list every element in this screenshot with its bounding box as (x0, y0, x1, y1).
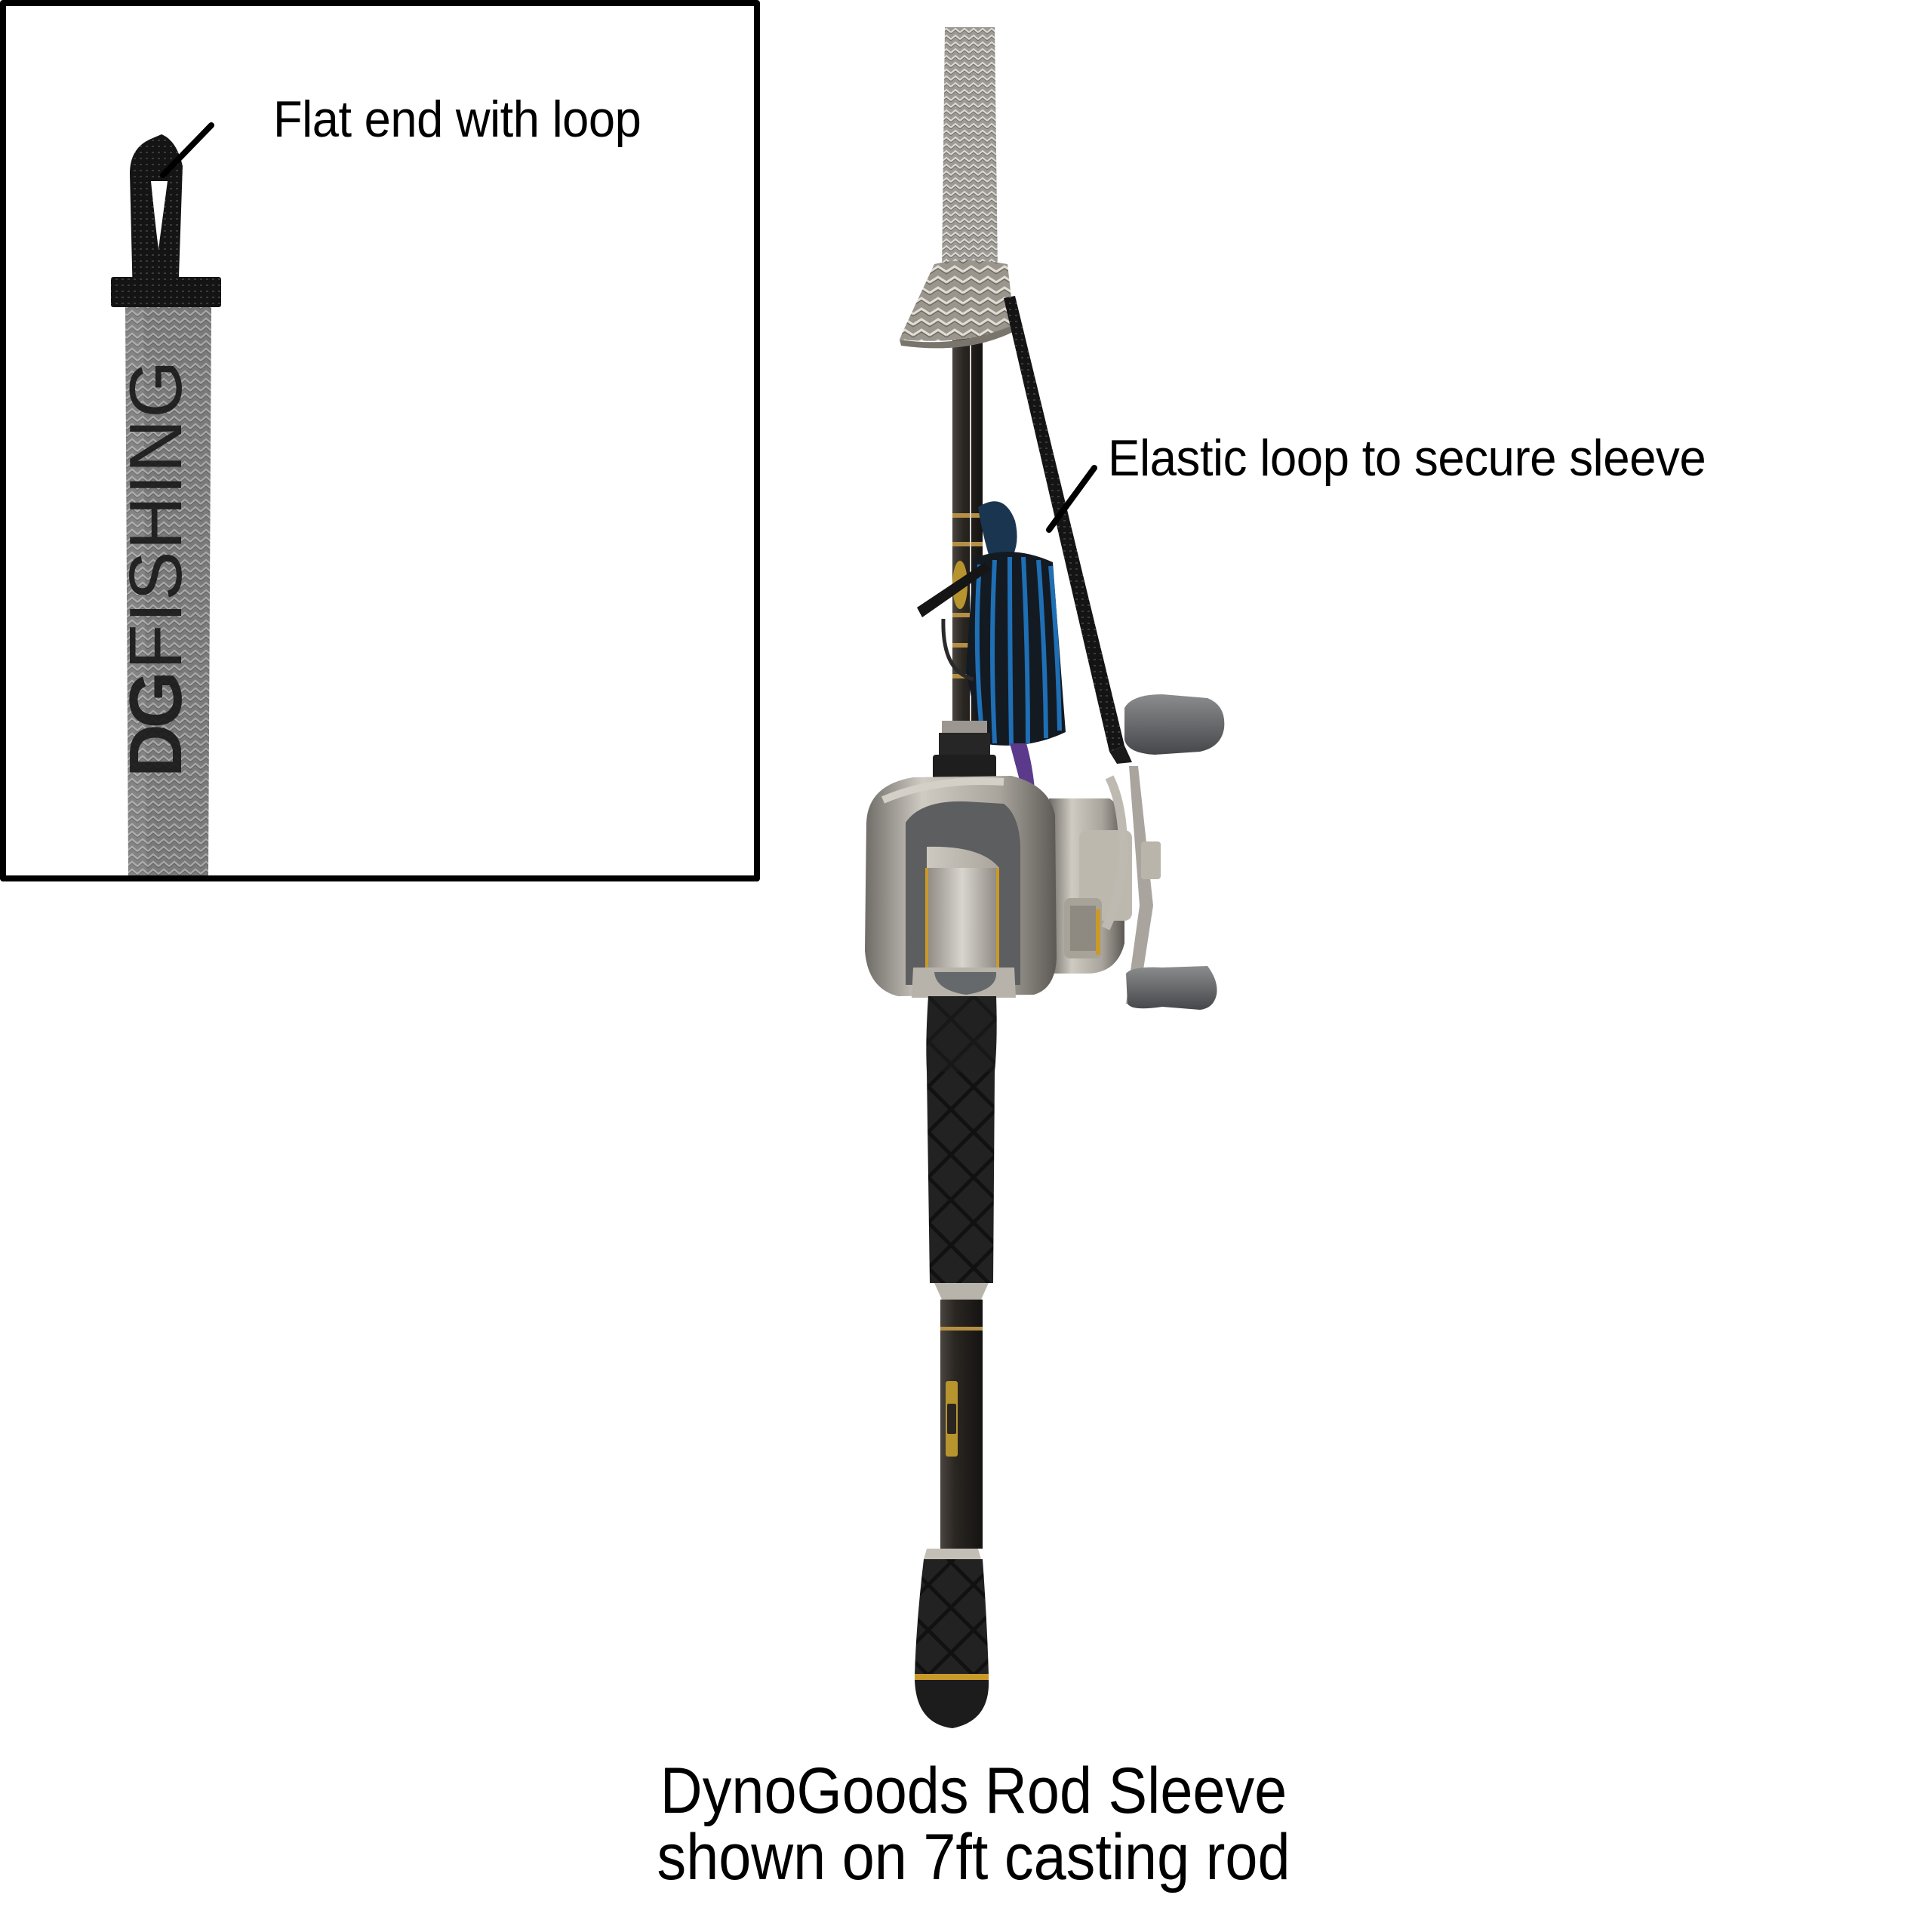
inset-sleeve-illustration (111, 134, 221, 875)
sleeve-logo: DGFISHING (113, 309, 198, 777)
elastic-callout-leader-line (1046, 465, 1097, 533)
rod-illustration (865, 27, 1225, 1728)
product-caption-line-1: DynoGoods Rod Sleeve (660, 1755, 1287, 1827)
sleeve-logo-text: FISHING (114, 358, 197, 669)
inset-callout-leader-line (160, 122, 214, 178)
flat-end-callout-label: Flat end with loop (273, 91, 641, 148)
sleeve-logo-mark: DG (114, 675, 197, 777)
elastic-loop-callout-label: Elastic loop to secure sleeve (1108, 429, 1706, 487)
product-caption-line-2: shown on 7ft casting rod (657, 1821, 1291, 1894)
baitcast-reel (865, 694, 1225, 1010)
